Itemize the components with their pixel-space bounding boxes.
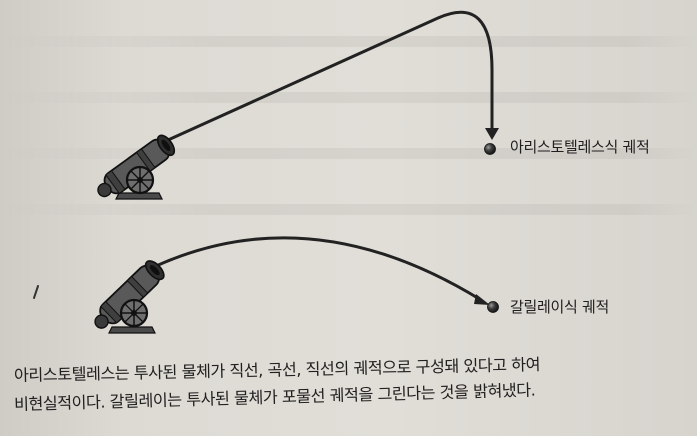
galileo-trajectory-label: 갈릴레이식 궤적 [510, 298, 609, 316]
aristotle-arrowhead [485, 128, 499, 140]
aristotle-trajectory-label: 아리스토텔레스식 궤적 [510, 138, 650, 156]
galileo-ball [487, 301, 499, 313]
show-through-text [0, 0, 697, 240]
galileo-trajectory-path [154, 236, 483, 302]
cannon-bottom [94, 260, 165, 334]
cannon-top [97, 134, 176, 200]
aristotle-ball [484, 143, 496, 155]
galileo-arrowhead [474, 294, 490, 305]
pencil-mark [33, 285, 39, 299]
aristotle-trajectory-path [166, 10, 494, 142]
